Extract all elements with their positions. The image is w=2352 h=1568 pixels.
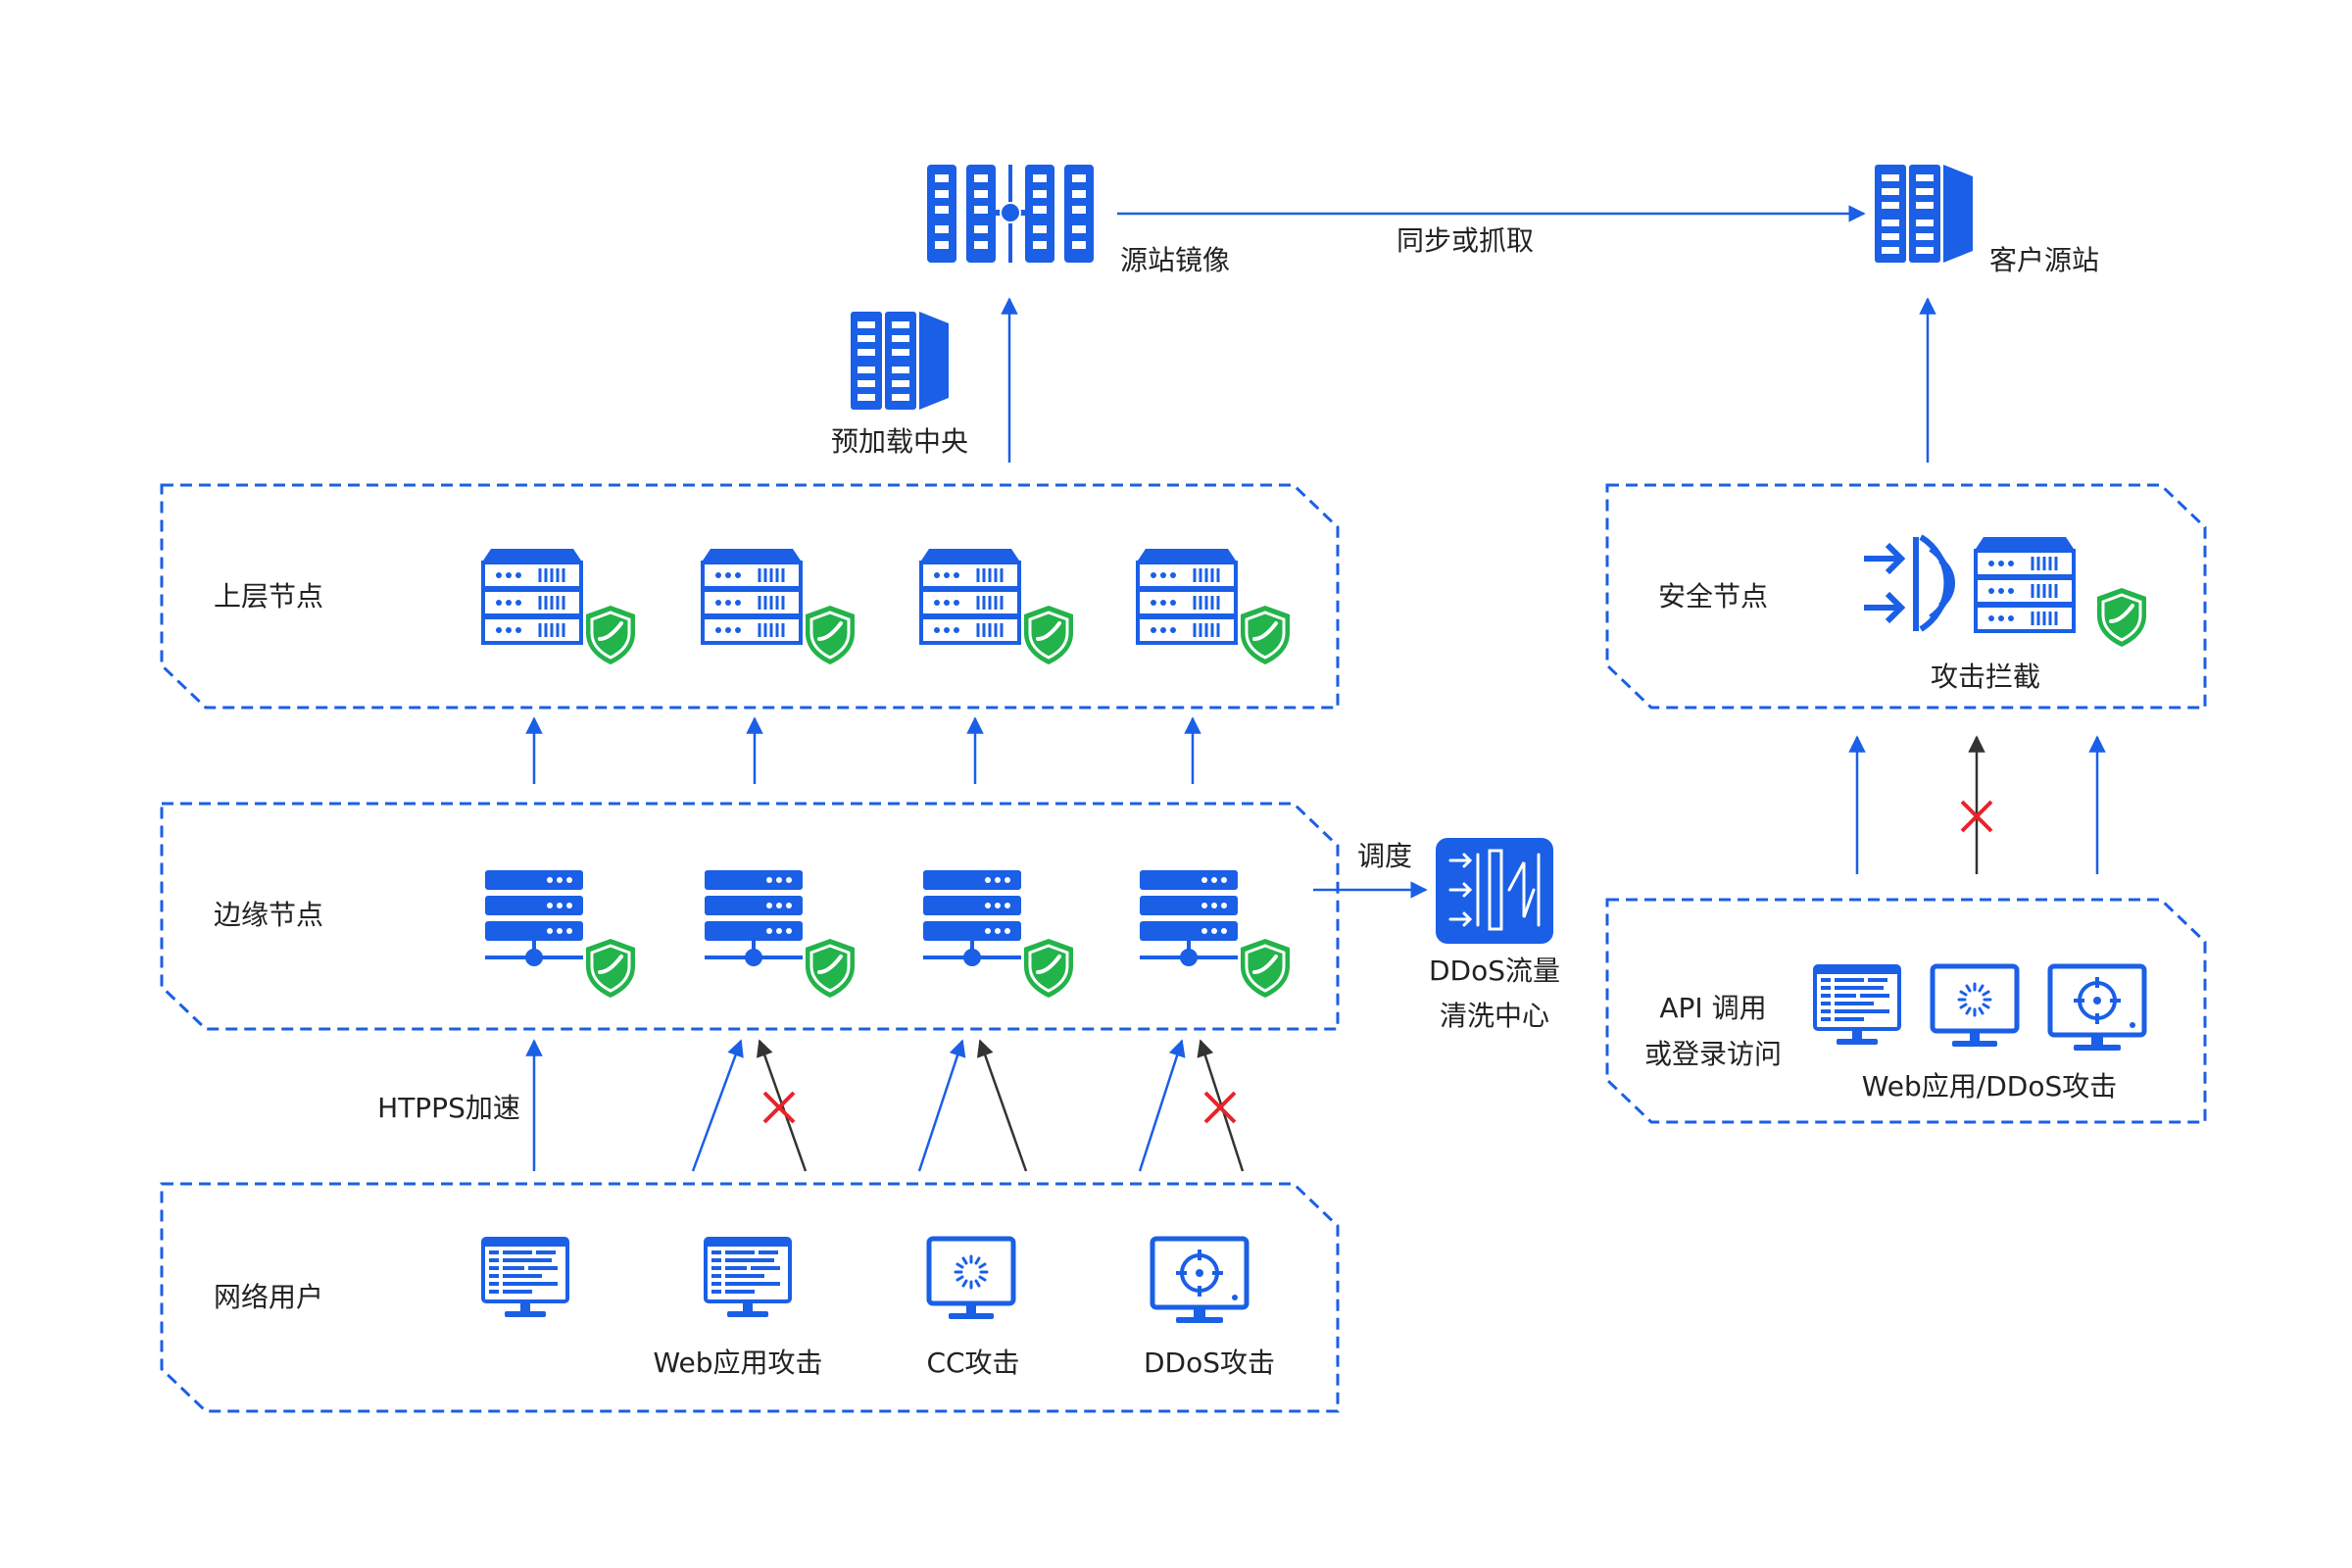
preload-center-label: 预加载中央 <box>831 425 968 458</box>
user-to-edge-arrows <box>525 1039 1245 1172</box>
blocked-ddos-attack-icon <box>1203 1091 1237 1124</box>
web-ddos-attack-label: Web应用/DDoS攻击 <box>1862 1070 2118 1102</box>
edge-server-4 <box>1140 870 1292 1000</box>
upper-server-4 <box>1136 547 1292 666</box>
schedule-label: 调度 <box>1357 840 1412 872</box>
sync-label: 同步或抓取 <box>1396 224 1534 257</box>
ddos-center-line1: DDoS流量 <box>1429 955 1560 987</box>
attack-interception-icon <box>1864 534 2148 649</box>
api-to-security-arrows <box>1848 735 2106 874</box>
cc-attack-monitor-icon <box>929 1239 1013 1319</box>
edge-server-2 <box>705 870 857 1000</box>
ddos-scrubbing-center-icon <box>1436 838 1553 944</box>
upper-server-2 <box>701 547 857 666</box>
api-line1: API 调用 <box>1659 992 1766 1024</box>
customer-origin-icon <box>1875 165 1973 263</box>
web-attack-label: Web应用攻击 <box>653 1347 822 1379</box>
network-users-box <box>160 1182 1340 1413</box>
api-line2: 或登录访问 <box>1644 1038 1782 1070</box>
security-node-label: 安全节点 <box>1658 580 1768 612</box>
edge-layer-box <box>160 802 1340 1031</box>
api-ddos-monitor-icon <box>2050 966 2144 1051</box>
user-monitor-icon <box>481 1237 569 1319</box>
network-users-label: 网络用户 <box>214 1281 323 1313</box>
ddos-attack-label: DDoS攻击 <box>1144 1347 1275 1379</box>
customer-origin-label: 客户源站 <box>1989 244 2099 276</box>
origin-mirror-label: 源站镜像 <box>1120 244 1230 276</box>
web-attack-monitor-icon <box>704 1237 792 1319</box>
cc-attack-label: CC攻击 <box>926 1347 1019 1379</box>
origin-mirror-icon <box>926 164 1095 264</box>
preload-center-icon <box>851 312 949 410</box>
ddos-center-line2: 清洗中心 <box>1440 1000 1549 1032</box>
edge-server-1 <box>485 870 637 1000</box>
ddos-attack-monitor-icon <box>1152 1239 1247 1323</box>
edge-layer-label: 边缘节点 <box>214 899 323 931</box>
upper-server-3 <box>919 547 1075 666</box>
upper-server-1 <box>481 547 637 666</box>
upper-layer-label: 上层节点 <box>214 580 323 612</box>
edge-to-upper-arrows <box>525 716 1201 784</box>
api-cc-monitor-icon <box>1933 966 2017 1047</box>
attack-interception-label: 攻击拦截 <box>1931 661 2040 693</box>
https-acceleration-label: HTPPS加速 <box>377 1092 520 1124</box>
edge-server-3 <box>923 870 1075 1000</box>
api-web-monitor-icon <box>1813 964 1901 1047</box>
